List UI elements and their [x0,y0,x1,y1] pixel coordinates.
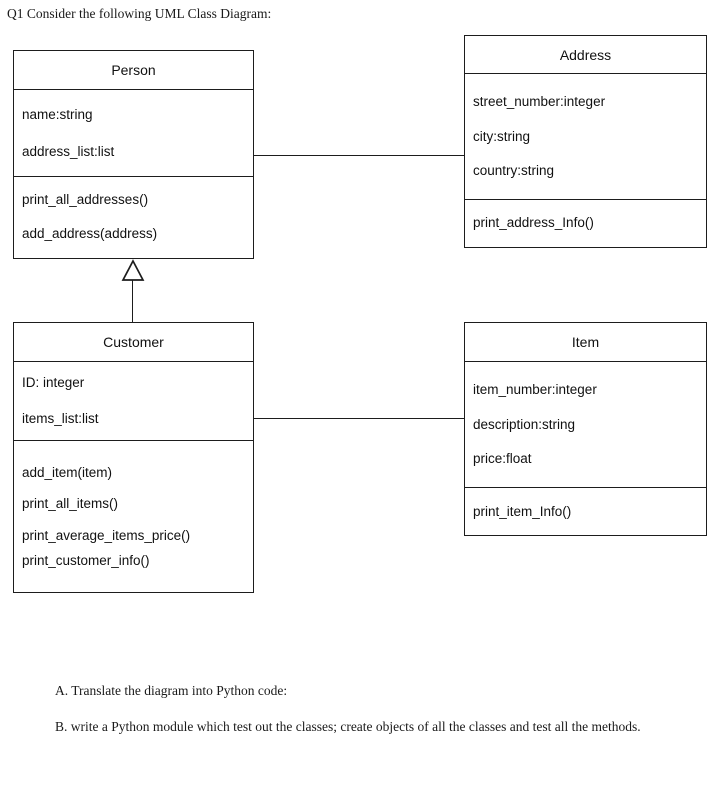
uml-class-item-attributes: item_number:integer description:string p… [465,362,706,488]
uml-attribute: name:string [22,106,93,122]
uml-class-item[interactable]: Item item_number:integer description:str… [464,322,707,536]
uml-class-address-operations: print_address_Info() [465,200,706,246]
uml-operation: print_average_items_price() [22,528,191,543]
uml-operation: print_customer_info() [22,552,150,568]
uml-class-customer-title: Customer [14,323,253,362]
uml-class-address-attributes: street_number:integer city:string countr… [465,74,706,200]
uml-class-item-title: Item [465,323,706,362]
uml-operation: add_address(address) [22,226,158,241]
uml-class-person[interactable]: Person name:string address_list:list pri… [13,50,254,259]
uml-class-address[interactable]: Address street_number:integer city:strin… [464,35,707,248]
generalization-arrowhead-icon [121,259,145,281]
uml-class-customer-operations: add_item(item) print_all_items() print_a… [14,441,253,592]
uml-class-item-operations: print_item_Info() [465,488,706,535]
uml-attribute: country:string [473,163,555,179]
uml-attribute: description:string [473,416,576,432]
uml-attribute: items_list:list [22,411,99,426]
association-line-customer-item [252,418,466,419]
question-prompt: Q1 Consider the following UML Class Diag… [7,6,272,21]
uml-class-person-attributes: name:string address_list:list [14,90,253,177]
uml-attribute: ID: integer [22,375,85,391]
task-b-text: B. write a Python module which test out … [55,719,641,734]
uml-class-address-title: Address [465,36,706,74]
uml-operation: add_item(item) [22,464,113,480]
uml-class-customer-attributes: ID: integer items_list:list [14,362,253,441]
task-a-text: A. Translate the diagram into Python cod… [55,683,288,698]
uml-attribute: street_number:integer [473,94,606,110]
uml-attribute: city:string [473,128,531,144]
uml-class-person-operations: print_all_addresses() add_address(addres… [14,177,253,257]
uml-class-person-title: Person [14,51,253,90]
uml-attribute: item_number:integer [473,382,597,398]
uml-operation: print_all_addresses() [22,192,149,208]
association-line-person-address [252,155,466,156]
generalization-line-customer-person [132,278,133,324]
uml-operation: print_item_Info() [473,503,572,519]
uml-class-customer[interactable]: Customer ID: integer items_list:list add… [13,322,254,593]
uml-operation: print_all_items() [22,496,119,512]
uml-operation: print_address_Info() [473,215,594,231]
uml-attribute: address_list:list [22,143,115,159]
uml-attribute: price:float [473,451,532,467]
